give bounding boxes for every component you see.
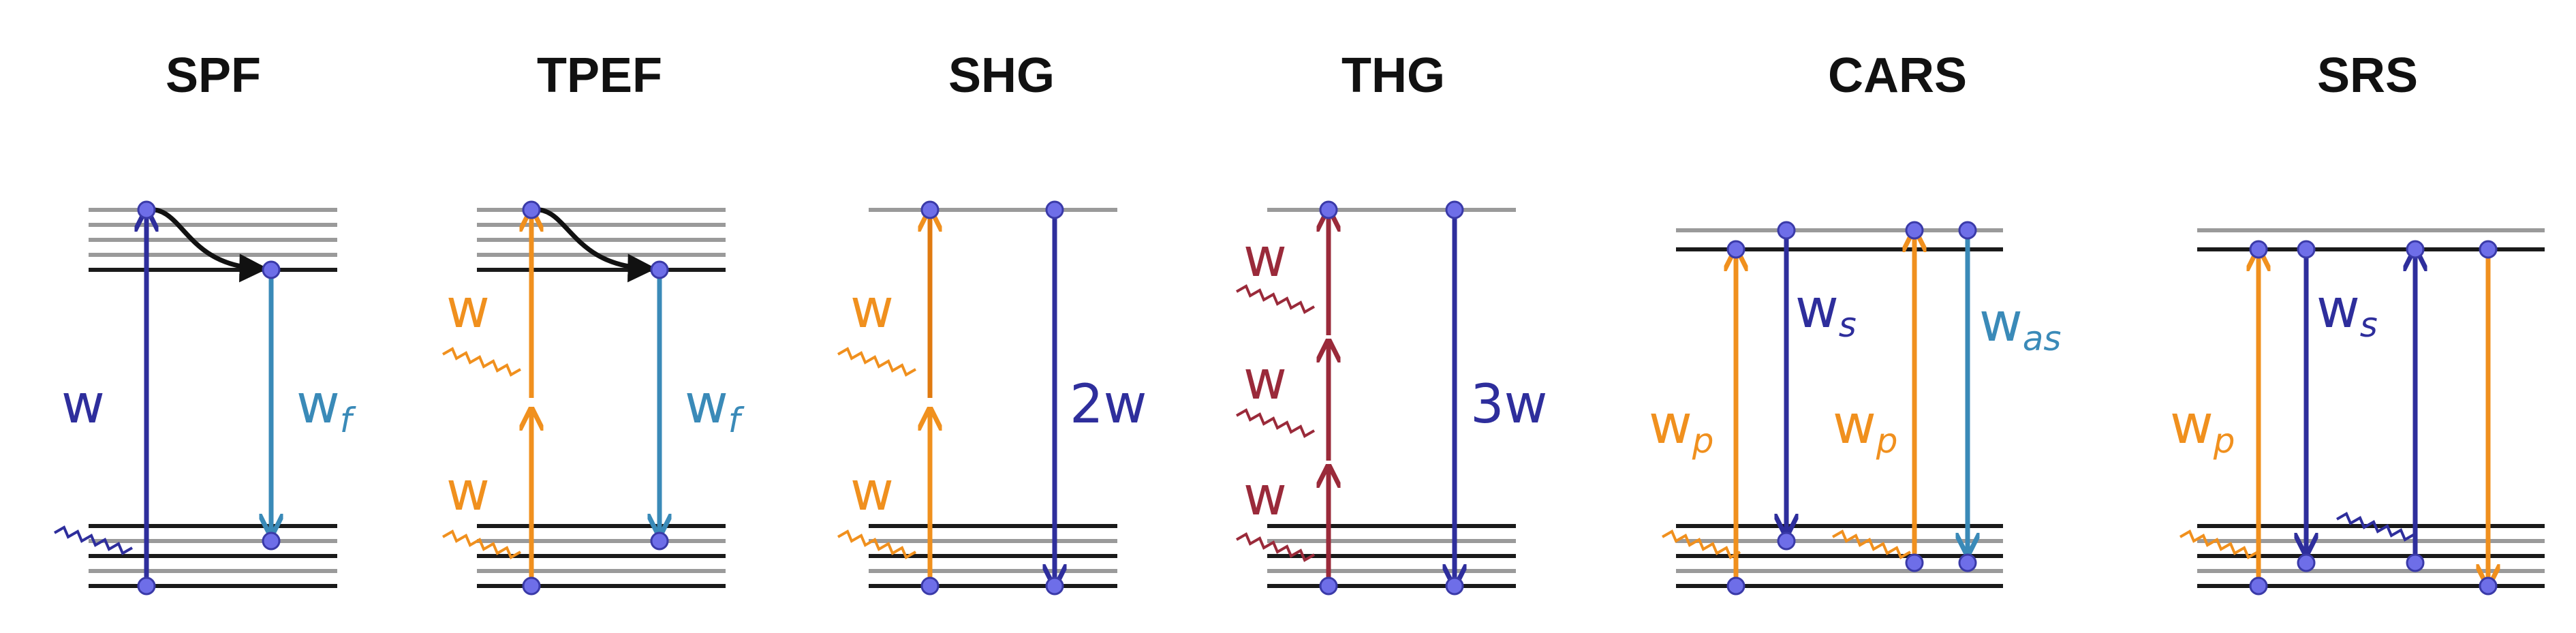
electron-dot <box>1319 576 1338 596</box>
electron-dot <box>137 576 156 596</box>
electron-dot <box>650 531 669 551</box>
panel-title: SHG <box>948 48 1055 103</box>
excitation-photon-icon <box>837 347 916 377</box>
pump-photon-icon <box>1662 529 1741 559</box>
panel-thg: THG w w w 3w <box>1236 48 1547 596</box>
electron-dot <box>1319 200 1338 219</box>
electron-dot <box>2297 553 2316 572</box>
electron-dot <box>920 200 940 219</box>
stokes-label: ws <box>2316 279 2378 345</box>
panel-srs: SRS wp ws <box>2170 48 2545 596</box>
excited-levels <box>477 208 726 272</box>
electron-dot <box>1045 576 1064 596</box>
emission-label: 3w <box>1470 374 1547 435</box>
fluorescence-label: wf <box>296 374 356 440</box>
anti-stokes-label: was <box>1979 292 2062 358</box>
excitation-label: w <box>850 461 894 523</box>
excitation-photon-icon <box>1236 408 1315 438</box>
electron-dot <box>2406 240 2425 259</box>
electron-dot <box>1445 576 1464 596</box>
excitation-photon-icon <box>442 347 521 377</box>
electron-dot <box>2249 240 2268 259</box>
electron-dot <box>1777 221 1796 240</box>
electron-dot <box>2479 240 2498 259</box>
emission-label: 2w <box>1070 374 1147 435</box>
electron-dot <box>650 260 669 279</box>
stokes-label: ws <box>1795 279 1857 345</box>
ground-levels <box>89 524 337 588</box>
excitation-label: w <box>446 461 490 523</box>
stokes-photon-icon <box>2336 512 2415 542</box>
electron-dot <box>1905 221 1924 240</box>
excitation-label: w <box>850 279 894 340</box>
ground-levels <box>869 524 1117 588</box>
electron-dot <box>1045 200 1064 219</box>
ground-levels <box>1267 524 1516 588</box>
excitation-label: w <box>446 279 490 340</box>
excitation-label: w <box>61 374 105 435</box>
electron-dot <box>1726 576 1745 596</box>
ground-levels <box>1676 524 2003 588</box>
pump-label: wp <box>1649 395 1714 461</box>
panel-tpef: TPEF w w wf <box>442 48 745 596</box>
panel-title: THG <box>1341 48 1445 103</box>
electron-dot <box>1958 221 1977 240</box>
electron-dot <box>1445 200 1464 219</box>
electron-dot <box>2249 576 2268 596</box>
relaxation-arrow <box>146 207 268 283</box>
electron-dot <box>522 200 541 219</box>
pump-photon-icon <box>1832 529 1911 559</box>
excited-levels <box>89 208 337 272</box>
panel-cars: CARS wp ws wp was <box>1649 48 2062 596</box>
excitation-photon-icon <box>1236 532 1315 562</box>
electron-dot <box>137 200 156 219</box>
electron-dot <box>2406 553 2425 572</box>
pump-label: wp <box>2170 395 2235 461</box>
excitation-photon-icon <box>54 525 133 555</box>
panel-title: SPF <box>166 48 261 103</box>
electron-dot <box>1726 240 1745 259</box>
relaxation-arrow <box>531 207 657 283</box>
fluorescence-label: wf <box>685 374 745 440</box>
panel-title: SRS <box>2317 48 2418 103</box>
pump-photon-icon <box>2179 529 2259 559</box>
panel-title: CARS <box>1828 48 1967 103</box>
electron-dot <box>2297 240 2316 259</box>
excitation-label: w <box>1243 350 1287 412</box>
panel-title: TPEF <box>537 48 662 103</box>
panel-spf: SPF w wf <box>54 48 356 596</box>
excitation-label: w <box>1243 466 1287 527</box>
electron-dot <box>1958 553 1977 572</box>
electron-dot <box>920 576 940 596</box>
excitation-photon-icon <box>837 529 916 559</box>
electron-dot <box>1905 553 1924 572</box>
electron-dot <box>522 576 541 596</box>
panel-shg: SHG w w 2w <box>837 48 1147 596</box>
pump-label: wp <box>1833 395 1898 461</box>
excitation-photon-icon <box>1236 284 1315 314</box>
electron-dot <box>262 260 281 279</box>
electron-dot <box>1777 531 1796 551</box>
ground-levels <box>477 524 726 588</box>
electron-dot <box>262 531 281 551</box>
electron-dot <box>2479 576 2498 596</box>
excitation-label: w <box>1243 228 1287 289</box>
excitation-photon-icon <box>442 529 521 559</box>
